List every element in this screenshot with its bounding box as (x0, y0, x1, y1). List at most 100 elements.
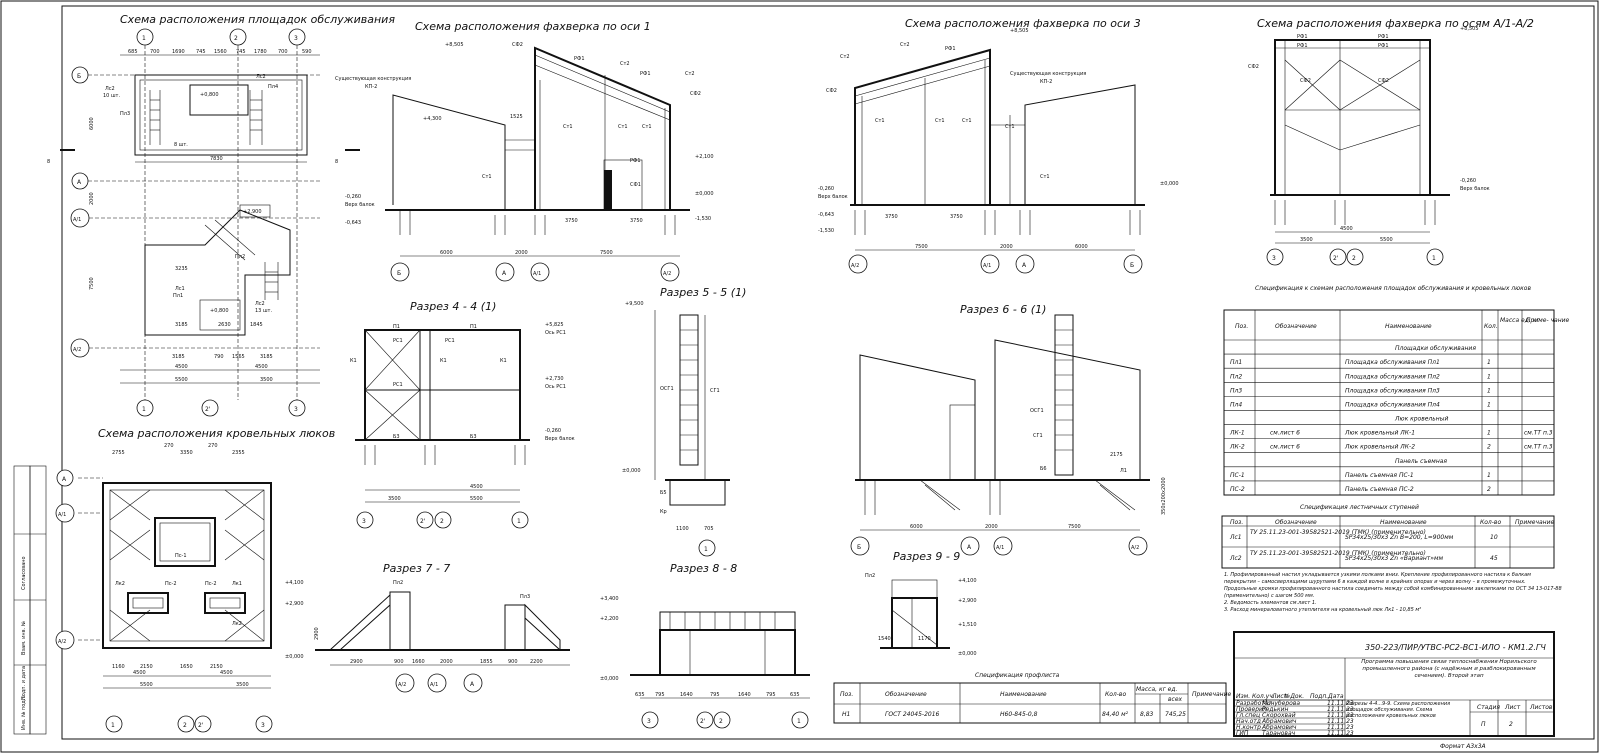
svg-text:1560: 1560 (214, 49, 227, 55)
svg-text:РС1: РС1 (393, 382, 403, 388)
svg-text:270: 270 (208, 443, 218, 449)
svg-text:Верх балок: Верх балок (345, 202, 375, 208)
svg-text:А/2: А/2 (398, 682, 406, 688)
svg-text:Лс2: Лс2 (256, 74, 266, 80)
svg-text:Ст1: Ст1 (563, 124, 573, 130)
svg-text:Стадия: Стадия (1477, 704, 1500, 711)
svg-text:635: 635 (635, 692, 645, 698)
svg-text:Изм.: Изм. (1236, 693, 1250, 700)
spec-profile-title: Спецификация профлиста (975, 672, 1060, 679)
svg-text:А: А (502, 270, 507, 277)
svg-text:А/2: А/2 (851, 263, 859, 269)
svg-text:Ст2: Ст2 (840, 54, 850, 60)
side-strip: Согласовано Взам. инв. № Подп. и дата Ин… (13, 465, 47, 735)
svg-text:2: 2 (719, 718, 723, 725)
svg-text:-0,643: -0,643 (818, 212, 834, 218)
stamp-cell: Гл.спец (1236, 712, 1260, 719)
svg-text:Пс-2: Пс-2 (165, 581, 177, 587)
svg-text:Пл3: Пл3 (520, 594, 530, 600)
svg-text:А/1: А/1 (983, 263, 991, 269)
stamp-cell: Разработал (1236, 700, 1273, 707)
svg-text:3750: 3750 (885, 214, 898, 220)
svg-text:2': 2' (1333, 255, 1339, 262)
svg-text:А/1: А/1 (58, 512, 66, 518)
stamp-cell: Проверил (1236, 706, 1267, 713)
svg-text:+1,510: +1,510 (958, 622, 977, 628)
title-s55: Разрез 5 - 5 (1) (660, 286, 746, 299)
svg-text:6000: 6000 (1075, 244, 1088, 250)
stamp-cell: Н.контр (1236, 724, 1261, 731)
section-9-9: Разрез 9 - 9 Пл2 +4,100 +2,900 +1,510 ±0… (865, 550, 977, 657)
facade-axis3: Схема расположения фахверка по оси 3 Сущ… (818, 17, 1179, 274)
table-cell: Площадка обслуживания Пл2 (1345, 373, 1440, 380)
svg-text:А/2: А/2 (73, 347, 81, 353)
svg-text:2200: 2200 (530, 659, 543, 665)
spec-steps-table: Спецификация лестничных ступеней Поз. Об… (1221, 504, 1555, 569)
table-cell: Площадка обслуживания Пл4 (1345, 401, 1440, 408)
note-2: 2. Ведомость элементов см.лист 1. (1224, 600, 1317, 606)
table-cell: Люк кровельный ЛК-2 (1344, 444, 1415, 451)
title-s99: Разрез 9 - 9 (893, 550, 960, 563)
svg-text:Верх балок: Верх балок (818, 194, 848, 200)
title-platforms: Схема расположения площадок обслуживания (120, 13, 395, 26)
svg-text:3500: 3500 (388, 496, 401, 502)
svg-text:3350: 3350 (180, 450, 193, 456)
svg-text:4500: 4500 (133, 670, 146, 676)
svg-text:Ст2: Ст2 (900, 42, 910, 48)
svg-text:СФ2: СФ2 (1300, 78, 1311, 84)
notes: 1. Профилированный настил укладывается у… (1224, 572, 1564, 614)
section-5-5: Разрез 5 - 5 (1) +9,500 ОСГ1 СГ1 ±0,000 … (622, 286, 746, 557)
stamp-sheet-desc: Разрезы 4-4...9-9. Схема расположения пл… (1346, 701, 1451, 719)
svg-text:1565: 1565 (232, 354, 245, 360)
svg-text:2: 2 (234, 35, 238, 42)
svg-text:Пл2: Пл2 (865, 573, 875, 579)
svg-text:790: 790 (214, 354, 224, 360)
svg-text:Ст1: Ст1 (1040, 174, 1050, 180)
svg-text:Б: Б (1130, 262, 1134, 269)
svg-text:900: 900 (394, 659, 404, 665)
svg-text:6000: 6000 (910, 524, 923, 530)
svg-text:+2,900: +2,900 (285, 601, 304, 607)
svg-text:84,40 м²: 84,40 м² (1102, 711, 1129, 718)
svg-text:+0,800: +0,800 (200, 92, 219, 98)
svg-text:Подп.: Подп. (1310, 693, 1328, 700)
svg-text:700: 700 (150, 49, 160, 55)
title-hatches: Схема расположения кровельных люков (98, 427, 335, 440)
svg-text:7830: 7830 (210, 156, 223, 162)
stamp-cell: 11.11.23 (1327, 700, 1354, 707)
svg-text:685: 685 (128, 49, 138, 55)
svg-text:3: 3 (1272, 255, 1276, 262)
svg-text:Пс-2: Пс-2 (205, 581, 217, 587)
svg-text:2: 2 (1509, 721, 1513, 728)
svg-text:А/1: А/1 (73, 217, 81, 223)
svg-text:1780: 1780 (254, 49, 267, 55)
stamp-cell: 11.11.23 (1327, 712, 1354, 719)
svg-text:Л1: Л1 (1120, 468, 1127, 474)
svg-text:КП-2: КП-2 (365, 84, 377, 90)
svg-text:3: 3 (294, 35, 298, 42)
svg-text:Ст2: Ст2 (685, 71, 695, 77)
svg-text:Ст1: Ст1 (875, 118, 885, 124)
svg-text:±0,000: ±0,000 (285, 654, 304, 660)
svg-text:745: 745 (236, 49, 246, 55)
svg-text:10 шт.: 10 шт. (103, 93, 120, 99)
svg-text:Ст1: Ст1 (642, 124, 652, 130)
svg-text:3500: 3500 (236, 682, 249, 688)
svg-text:+2,900: +2,900 (958, 598, 977, 604)
svg-text:Ст1: Ст1 (935, 118, 945, 124)
svg-text:3235: 3235 (175, 266, 188, 272)
svg-text:РС1: РС1 (393, 338, 403, 344)
svg-text:Примечание: Примечание (1515, 519, 1554, 526)
svg-text:РФ1: РФ1 (640, 71, 651, 77)
svg-text:ТУ 25.11.23-001-39582521-2019: ТУ 25.11.23-001-39582521-2019 (ТМК) (при… (1250, 529, 1426, 536)
svg-text:Лс2: Лс2 (1229, 555, 1242, 562)
svg-text:К1: К1 (350, 358, 357, 364)
section-6-6: Разрез 6 - 6 (1) ОСГ1 СГ1 Б6 Л1 2175 350… (850, 303, 1167, 556)
svg-text:Существующая конструкция: Существующая конструкция (335, 76, 411, 82)
svg-text:1690: 1690 (172, 49, 185, 55)
svg-text:Кол-во: Кол-во (1480, 519, 1501, 526)
svg-text:Поз.: Поз. (1235, 323, 1248, 330)
svg-text:Наименование: Наименование (1380, 519, 1427, 526)
spec-platforms-table: Спецификация к схемам расположения площа… (1223, 285, 1570, 496)
svg-text:СФ2: СФ2 (690, 91, 701, 97)
